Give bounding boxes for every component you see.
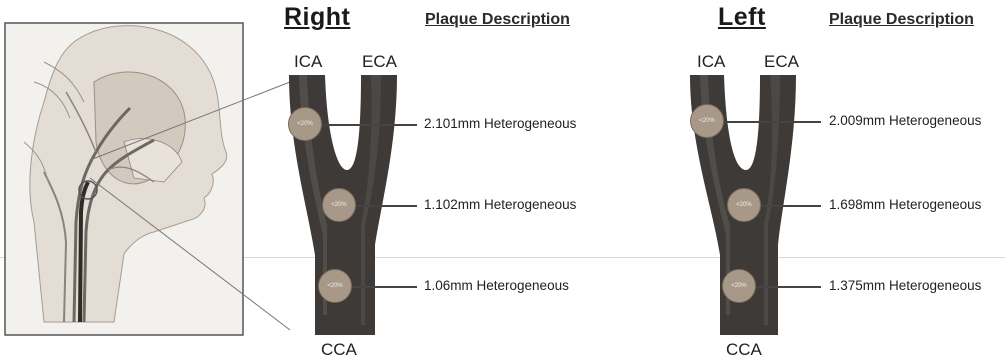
left-plaque-description-3: 1.375mm Heterogeneous bbox=[829, 278, 981, 293]
right-plaque-description-header: Plaque Description bbox=[425, 11, 570, 29]
left-plaque-marker-1: <20% bbox=[690, 104, 724, 138]
right-plaque-marker-3: <20% bbox=[318, 269, 352, 303]
right-side-title: Right bbox=[284, 3, 350, 32]
left-plaque-description-1: 2.009mm Heterogeneous bbox=[829, 113, 981, 128]
right-plaque-marker-2: <20% bbox=[322, 188, 356, 222]
left-cca-label: CCA bbox=[726, 340, 762, 360]
right-plaque-description-3: 1.06mm Heterogeneous bbox=[424, 278, 569, 293]
left-leader-3 bbox=[756, 286, 821, 288]
right-plaque-marker-1: <20% bbox=[288, 107, 322, 141]
left-side-title: Left bbox=[718, 3, 766, 32]
left-leader-2 bbox=[761, 205, 821, 207]
right-plaque-description-2: 1.102mm Heterogeneous bbox=[424, 197, 576, 212]
left-plaque-marker-3: <20% bbox=[722, 269, 756, 303]
left-leader-1 bbox=[724, 121, 821, 123]
right-leader-1 bbox=[322, 124, 417, 126]
left-eca-label: ECA bbox=[764, 52, 799, 72]
right-leader-2 bbox=[356, 205, 417, 207]
right-leader-3 bbox=[352, 286, 417, 288]
left-ica-label: ICA bbox=[697, 52, 725, 72]
left-plaque-description-2: 1.698mm Heterogeneous bbox=[829, 197, 981, 212]
right-cca-label: CCA bbox=[321, 340, 357, 360]
left-plaque-marker-2: <20% bbox=[727, 188, 761, 222]
right-plaque-description-1: 2.101mm Heterogeneous bbox=[424, 116, 576, 131]
left-plaque-description-header: Plaque Description bbox=[829, 11, 974, 29]
right-ica-label: ICA bbox=[294, 52, 322, 72]
right-eca-label: ECA bbox=[362, 52, 397, 72]
